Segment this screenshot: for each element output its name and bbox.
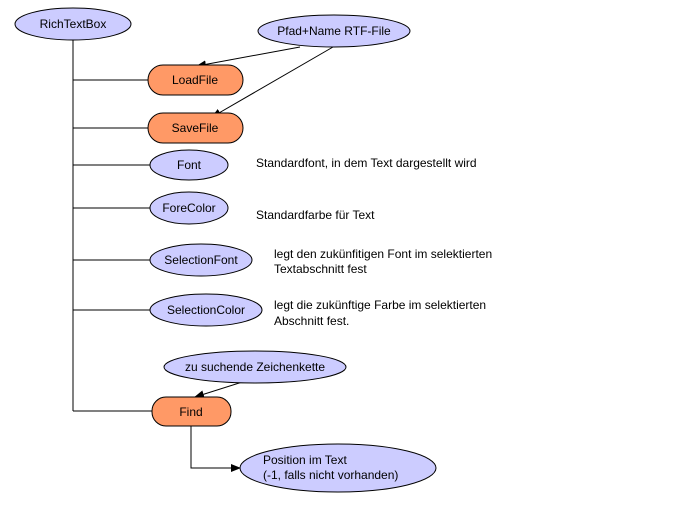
node-selectioncolor-label: SelectionColor [167,303,245,317]
node-search-string-label: zu suchende Zeichenkette [185,360,325,374]
node-position-label-line1: Position im Text [263,453,347,467]
node-loadfile [147,64,244,96]
node-forecolor-label: ForeColor [162,201,215,215]
node-font [149,149,229,181]
arrow-find-to-position [190,426,241,472]
annotation-selectioncolor-line2: Abschnitt fest. [274,314,349,328]
annotation-selectionfont-line2: Textabschnitt fest [274,262,367,276]
node-forecolor [149,191,229,225]
node-richtextbox-label: RichTextBox [40,17,107,31]
node-path-rtf-file [257,14,411,48]
node-savefile [147,112,244,144]
node-loadfile-label: LoadFile [172,73,218,87]
annotation-selectioncolor-line1: legt die zukünftige Farbe im selektierte… [274,298,486,312]
node-position [239,443,437,493]
arrow-path-to-savefile [211,46,334,118]
node-font-label: Font [177,158,202,172]
node-selectionfont-label: SelectionFont [164,253,238,267]
node-selectioncolor [149,293,263,327]
node-savefile-label: SaveFile [172,121,219,135]
node-search-string [163,350,347,384]
node-selectionfont [149,243,253,277]
node-position-label-line2: (-1, falls nicht vorhanden) [263,468,398,482]
node-richtextbox [14,7,132,41]
node-path-rtf-file-label: Pfad+Name RTF-File [277,24,391,38]
annotation-forecolor: Standardfarbe für Text [256,208,375,222]
annotation-selectionfont-line1: legt den zukünfitigen Font im selektiert… [274,247,492,261]
node-find [151,396,232,427]
arrow-path-to-loadfile [196,46,301,69]
node-find-label: Find [179,405,202,419]
annotation-font: Standardfont, in dem Text dargestellt wi… [256,156,477,170]
